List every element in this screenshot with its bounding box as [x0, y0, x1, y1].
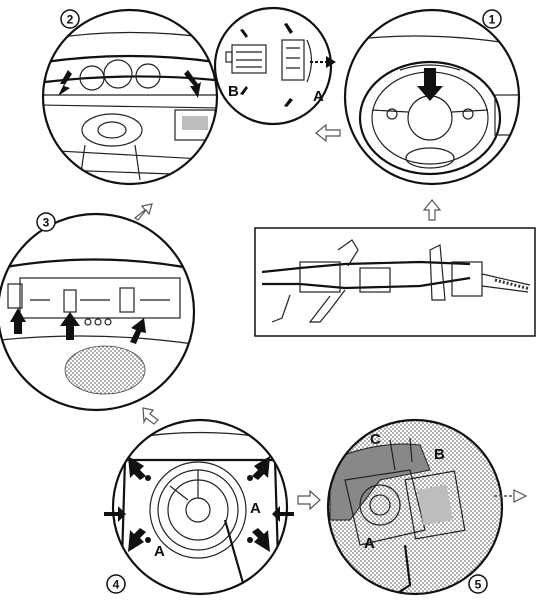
dashed-direction-arrow-icon	[494, 489, 528, 503]
clip-detail-panel: B A	[213, 6, 336, 126]
label-c: C	[370, 431, 381, 448]
svg-text:5: 5	[475, 578, 482, 592]
svg-text:2: 2	[67, 13, 74, 27]
label-a: A	[313, 88, 324, 105]
step-3-panel: 3	[0, 212, 196, 412]
svg-text:4: 4	[113, 578, 120, 592]
label-a: A	[364, 535, 375, 552]
step-5-panel: C B A 5	[326, 418, 528, 596]
step-2-panel: 2	[41, 8, 219, 186]
svg-text:1: 1	[489, 13, 496, 27]
step-badge: 5	[468, 574, 488, 594]
label-a: A	[154, 543, 165, 560]
flow-arrow-icon	[422, 199, 442, 221]
label-b: B	[434, 446, 445, 463]
label-a: A	[250, 500, 261, 517]
step-4-panel: A A 4	[104, 418, 294, 596]
label-b: B	[228, 83, 239, 100]
push-arrow-icon	[58, 70, 201, 98]
flow-arrow-icon	[315, 123, 341, 143]
step-badge: 2	[60, 9, 80, 29]
step-1-panel: 1	[343, 8, 521, 186]
flow-arrow-icon	[133, 203, 153, 221]
svg-text:3: 3	[43, 216, 50, 230]
step-badge: 1	[482, 9, 502, 29]
dashed-direction-arrow-icon	[310, 56, 336, 68]
step-badge: 4	[106, 574, 126, 594]
step-badge: 3	[36, 212, 56, 232]
steering-column-panel	[254, 227, 536, 337]
flow-arrow-icon	[142, 407, 159, 425]
flow-arrow-icon	[297, 489, 321, 511]
push-arrow-icon	[104, 456, 294, 552]
push-arrow-icon	[10, 308, 146, 344]
push-arrow-icon	[417, 68, 443, 101]
